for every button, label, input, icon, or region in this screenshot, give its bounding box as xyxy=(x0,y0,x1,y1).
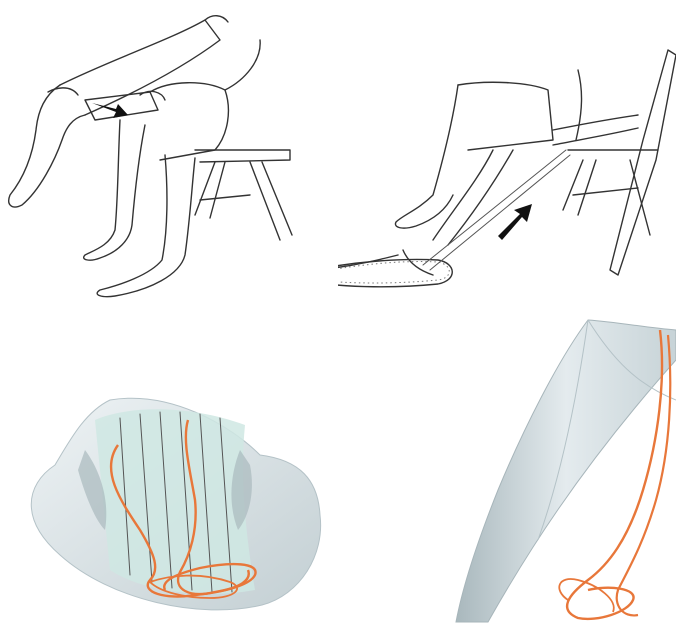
seated-person-pulling-straps-icon xyxy=(338,0,676,300)
sock-aid-flat-icon xyxy=(0,300,338,623)
product-photo-rolled xyxy=(338,300,676,623)
seated-person-sock-on-icon xyxy=(0,0,338,300)
illustration-step-2 xyxy=(338,0,676,300)
illustration-step-1 xyxy=(0,0,338,300)
sock-aid-rolled-icon xyxy=(338,300,676,623)
product-photo-flat xyxy=(0,300,338,623)
